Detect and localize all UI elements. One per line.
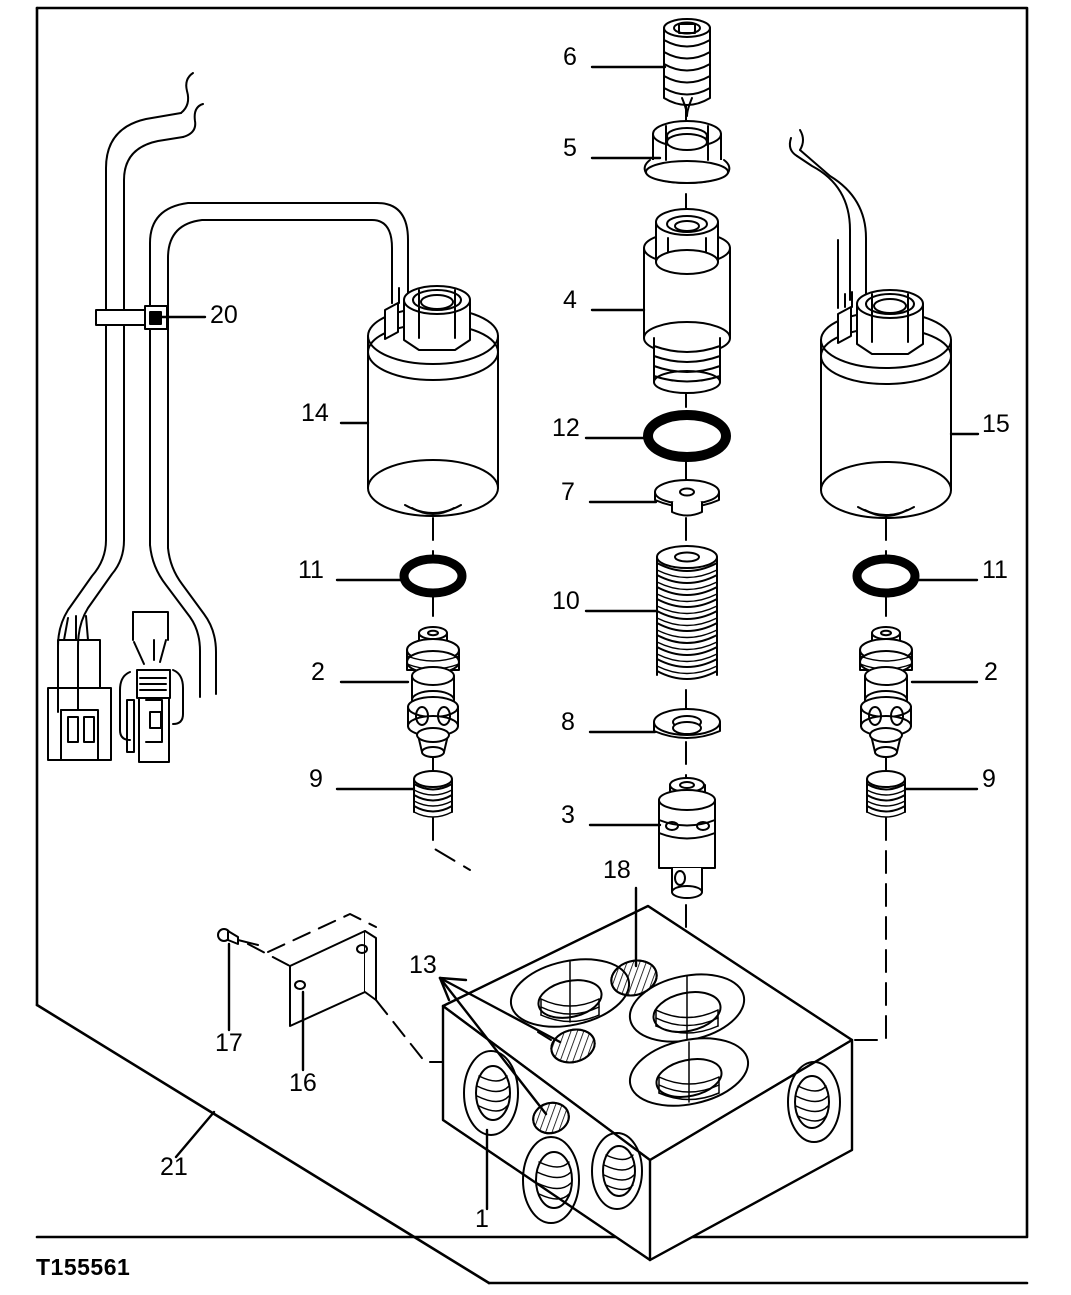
- callout-9-right: 9: [982, 765, 996, 793]
- compression-spring-left-part: [413, 770, 453, 818]
- assembly-boundary-line: [35, 1003, 1029, 1285]
- compression-spring-right-part: [866, 770, 906, 818]
- callout-21: 21: [160, 1153, 188, 1181]
- valve-manifold-block-part: [441, 904, 854, 1262]
- bracket-assembly-lines: [247, 913, 471, 1063]
- sheet-border: [35, 6, 1029, 1239]
- o-ring-solenoid-left-part: [399, 554, 467, 598]
- cap-screw-part: [217, 928, 259, 946]
- callout-11-left: 11: [298, 556, 324, 584]
- wiring-harness: [47, 72, 409, 763]
- callout-6: 6: [563, 43, 577, 71]
- callout-18: 18: [603, 856, 631, 884]
- solenoid-valve-cartridge-right-part: [859, 626, 913, 758]
- o-ring-relief-valve-part: [643, 410, 731, 462]
- callout-17: 17: [215, 1029, 243, 1057]
- callout-11-right: 11: [982, 556, 1008, 584]
- relief-valve-poppet-part: [658, 777, 716, 899]
- electrical-connector-left: [47, 615, 112, 761]
- leader-lines: [158, 65, 980, 1211]
- solenoid-valve-cartridge-left-part: [406, 626, 460, 758]
- spring-seat-washer-lower-part: [653, 708, 721, 739]
- callout-15: 15: [982, 410, 1010, 438]
- callout-2-right: 2: [984, 658, 998, 686]
- callout-4: 4: [563, 286, 577, 314]
- figure-id: T155561: [36, 1254, 131, 1280]
- callout-20: 20: [210, 301, 238, 329]
- callout-5: 5: [563, 134, 577, 162]
- callout-16: 16: [289, 1069, 317, 1097]
- o-ring-solenoid-right-part: [852, 554, 920, 598]
- callout-7: 7: [561, 478, 575, 506]
- wiring-harness-clip: [95, 305, 168, 330]
- callout-13: 13: [409, 951, 437, 979]
- electrical-connector-right: [119, 611, 184, 763]
- adjusting-set-screw-part: [663, 18, 711, 117]
- wiring-harness-right: [788, 129, 867, 309]
- flanged-lock-nut-part: [643, 120, 731, 184]
- callout-12: 12: [552, 414, 580, 442]
- relief-valve-body-part: [643, 208, 731, 394]
- callout-10: 10: [552, 587, 580, 615]
- callout-3: 3: [561, 801, 575, 829]
- callout-9-left: 9: [309, 765, 323, 793]
- callout-8: 8: [561, 708, 575, 736]
- callout-1: 1: [475, 1205, 489, 1233]
- main-relief-spring-part: [656, 545, 718, 680]
- solenoid-coil-right-part: [820, 289, 952, 519]
- callout-2-left: 2: [311, 658, 325, 686]
- spring-seat-washer-upper-part: [654, 479, 720, 517]
- callout-14: 14: [301, 399, 329, 427]
- solenoid-coil-left-part: [367, 285, 499, 517]
- mounting-bracket-part: [289, 930, 377, 1027]
